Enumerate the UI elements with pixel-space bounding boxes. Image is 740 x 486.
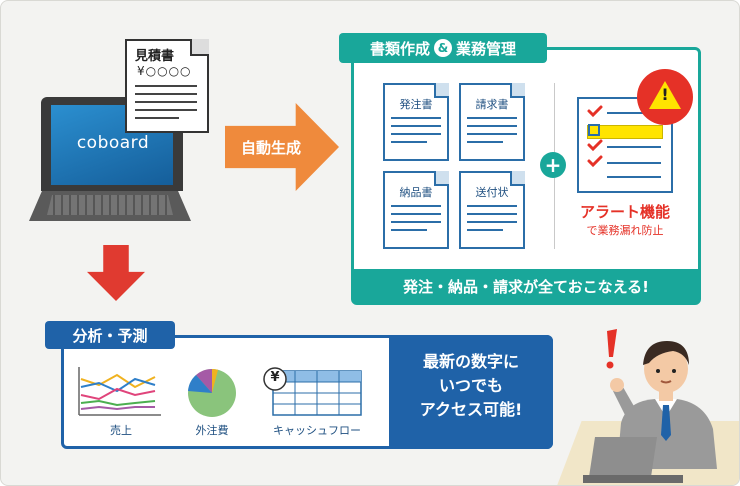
checklist-marks — [587, 105, 661, 178]
doc-line — [391, 141, 427, 143]
document-fold — [434, 171, 449, 186]
docs-panel-header: 書類作成 & 業務管理 — [339, 33, 547, 63]
yen-symbol: ¥ — [270, 370, 280, 385]
document-icon — [459, 83, 525, 161]
quote-document-fold — [190, 39, 209, 56]
doc-line — [467, 141, 503, 143]
analysis-message: 最新の数字に いつでも アクセス可能! — [393, 350, 549, 422]
quote-line — [135, 93, 197, 95]
highlighted-task — [587, 125, 663, 139]
doc-line — [467, 133, 517, 135]
chart-label-sales: 売上 — [110, 424, 132, 437]
analysis-message-line-2: いつでも — [438, 376, 503, 395]
warning-mark: ! — [661, 85, 669, 104]
doc-line — [467, 221, 517, 223]
doc-line — [391, 229, 427, 231]
doc-line — [467, 117, 517, 119]
doc-line — [467, 125, 517, 127]
docs-title-left: 書類作成 — [369, 39, 430, 58]
analysis-message-line-3: アクセス可能! — [419, 400, 523, 419]
spreadsheet-icon — [263, 367, 362, 416]
ampersand-badge: & — [434, 39, 452, 57]
document-fold — [510, 171, 525, 186]
quote-line — [135, 85, 197, 87]
doc-line — [467, 205, 517, 207]
document-fold — [434, 83, 449, 98]
doc-line — [391, 133, 441, 135]
doc-line — [391, 205, 441, 207]
quote-line — [135, 109, 197, 111]
auto-generate-label: 自動生成 — [240, 139, 301, 157]
quote-line — [135, 101, 197, 103]
quote-title: 見積書 — [135, 49, 175, 64]
pie-chart-icon — [188, 368, 236, 417]
doc-line — [467, 229, 503, 231]
analysis-message-line-1: 最新の数字に — [422, 352, 519, 371]
plus-icon: + — [540, 152, 566, 178]
quote-amount: ¥○○○○ — [137, 64, 192, 78]
docs-panel-footer: 発注・納品・請求が全ておこなえる! — [353, 269, 699, 303]
doc-line — [391, 221, 441, 223]
doc-line — [391, 117, 441, 119]
laptop-keyboard — [47, 195, 173, 215]
quote-line — [135, 117, 179, 119]
analysis-message-box — [389, 335, 553, 449]
doc-line — [467, 213, 517, 215]
businessman-illustration — [583, 329, 717, 483]
docs-title-right: 業務管理 — [456, 39, 517, 58]
analysis-panel-header: 分析・予測 — [45, 321, 175, 349]
app-logo: coboard — [76, 133, 150, 153]
chart-label-outsourcing: 外注費 — [195, 424, 229, 437]
doc-label-delivery: 納品書 — [399, 186, 433, 199]
line-chart-icon — [78, 367, 161, 416]
alert-feature-title: アラート機能 — [579, 203, 670, 221]
doc-line — [391, 125, 441, 127]
down-arrow — [87, 245, 145, 301]
doc-label-invoice: 請求書 — [475, 98, 509, 111]
document-fold — [510, 83, 525, 98]
doc-label-order: 発注書 — [399, 98, 433, 111]
chart-label-cashflow: キャッシュフロー — [273, 424, 361, 437]
alert-feature-subtitle: で業務漏れ防止 — [586, 224, 664, 237]
doc-line — [391, 213, 441, 215]
doc-label-cover-letter: 送付状 — [475, 186, 509, 199]
